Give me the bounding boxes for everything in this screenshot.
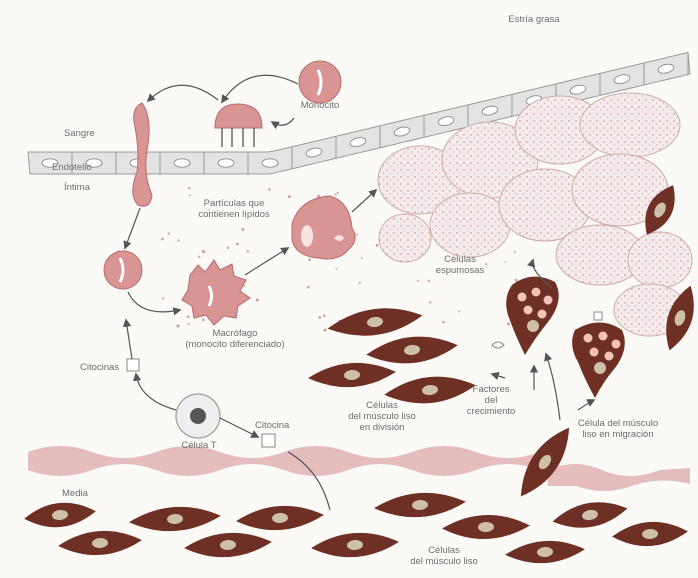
lipid-particle — [288, 195, 291, 198]
smooth-muscle-cells-label: Célulasdel músculo liso — [396, 545, 492, 567]
lipid-particle — [247, 250, 249, 252]
lipid-particle — [198, 256, 200, 258]
chemokine-symbol — [127, 359, 139, 371]
lipid-particle — [428, 280, 430, 282]
lipid-particle — [337, 192, 339, 194]
lipid-particle — [442, 321, 444, 323]
intima-label: Íntima — [64, 182, 90, 193]
t-cell-label: Célula T — [168, 440, 230, 451]
lipid-particle — [244, 285, 246, 287]
lipid-particle — [268, 188, 271, 191]
lipid-particle — [507, 323, 510, 326]
endothelial-cell-nucleus — [218, 159, 234, 167]
lipid-particle — [202, 250, 205, 253]
lipid-particle — [308, 258, 311, 261]
lipid-particle — [187, 316, 190, 319]
lipid-particle — [359, 282, 361, 284]
lipid-particle — [458, 311, 460, 313]
lipid-particle — [323, 329, 326, 332]
lipid-particle — [361, 257, 363, 259]
lipid-particle — [336, 268, 338, 270]
lipid-particle — [189, 194, 191, 196]
cytokine-label: Citocina — [255, 420, 289, 431]
lipid-particle — [417, 280, 419, 282]
lipid-particle — [161, 238, 164, 241]
lipid-particle — [202, 318, 205, 321]
endothelium-label: Endotelio — [52, 162, 92, 173]
lipid-particle — [241, 228, 244, 231]
endothelial-cell-nucleus — [262, 159, 278, 167]
lipid-particles-label: Partículas quecontienen lípidos — [188, 198, 280, 220]
lipid-particle — [505, 261, 507, 263]
lipid-particle — [376, 244, 379, 247]
lipid-particle — [318, 316, 321, 319]
dividing-smc-label: Célulasdel músculo lisoen división — [334, 400, 430, 433]
blood-label: Sangre — [64, 128, 95, 139]
lipid-particle — [227, 247, 229, 249]
lipid-particle — [515, 279, 518, 282]
lipid-particle — [177, 239, 179, 241]
lipid-particle — [188, 187, 190, 189]
lipid-particle — [335, 194, 337, 196]
lipid-particle — [162, 297, 164, 299]
cytokine-symbol — [262, 434, 275, 447]
lipid-particle — [429, 301, 431, 303]
t-cell — [176, 394, 220, 438]
macrophage-label: Macrófago(monocito diferenciado) — [176, 328, 294, 350]
chemokines-label: Citocinas — [80, 362, 119, 373]
migrating-smc-label: Célula del músculoliso en migración — [562, 418, 674, 440]
intima-monocyte — [104, 251, 142, 289]
lipid-particle — [188, 323, 190, 325]
fatty-streak-label: Estría grasa — [498, 14, 570, 25]
foam-cells-label: Célulasespumosas — [424, 254, 496, 276]
lipid-particle — [256, 299, 259, 302]
lipid-particle — [356, 234, 358, 236]
lipid-particle — [168, 232, 170, 234]
lipid-particle — [323, 315, 326, 318]
endothelial-cell-nucleus — [174, 159, 190, 167]
monocyte-cell — [299, 61, 341, 103]
growth-factors-label: Factoresdelcrecimiento — [448, 384, 534, 417]
lipid-particle — [176, 324, 179, 327]
lipid-particle — [307, 286, 310, 289]
lipid-particle — [236, 243, 239, 246]
lipid-particle — [514, 251, 516, 253]
media-label: Media — [62, 488, 88, 499]
monocyte-label: Monocito — [288, 100, 352, 111]
